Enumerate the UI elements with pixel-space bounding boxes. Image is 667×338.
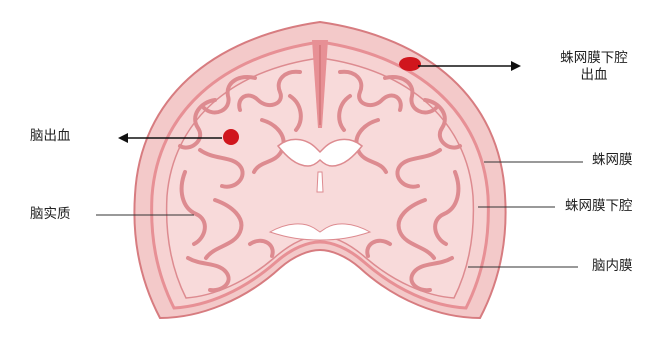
intracerebral-hemorrhage-spot	[223, 129, 239, 145]
label-subarachnoid-space: 蛛网膜下腔	[565, 198, 633, 215]
label-subarachnoid-hemorrhage-line2: 出血	[553, 67, 635, 84]
label-intracerebral-hemorrhage: 脑出血	[30, 128, 71, 145]
label-brain-parenchyma: 脑实质	[30, 206, 71, 223]
third-ventricle	[317, 172, 323, 192]
label-arachnoid: 蛛网膜	[592, 152, 633, 169]
label-subarachnoid-hemorrhage-line1: 蛛网膜下腔	[553, 50, 635, 67]
label-pia-mater: 脑内膜	[592, 258, 633, 275]
label-subarachnoid-hemorrhage: 蛛网膜下腔 出血	[553, 50, 635, 84]
subarachnoid-hemorrhage-spot	[399, 57, 421, 71]
